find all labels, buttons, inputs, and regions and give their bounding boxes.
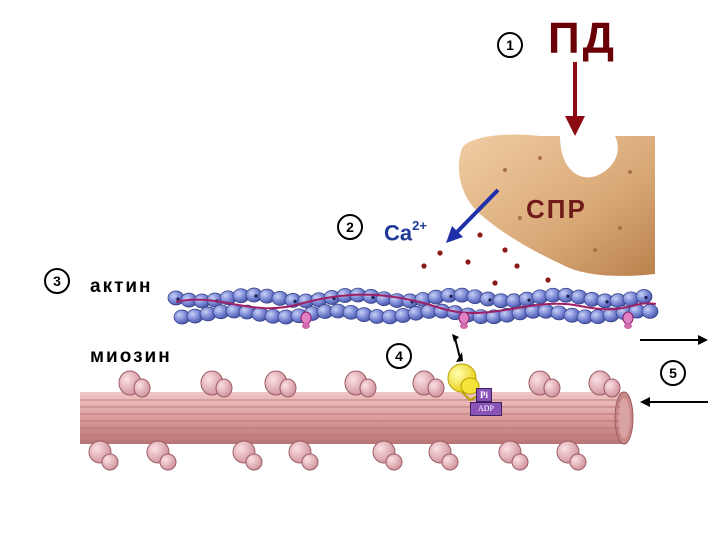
action-potential-label: ПД [548,14,617,63]
action-potential-arrow [565,62,585,136]
sliding-arrow-left [640,397,708,407]
myosin-head [569,453,587,471]
sarcoplasmic-reticulum-label: СПР [526,194,587,224]
myosin-head [543,378,561,398]
actin-site [605,300,609,304]
myosin-heads [88,370,621,471]
troponin-complex [458,311,470,325]
myosin-head [245,453,263,471]
actin-site [176,297,180,301]
actin-site [527,298,531,302]
adp-tag: ADP [470,402,502,416]
actin-site [488,298,492,302]
sliding-arrow-right [640,335,708,345]
myosin-head [603,378,621,398]
actin-site [566,294,570,298]
crossbridge-arrow [452,334,463,362]
tropomyosin-strand [175,293,657,315]
sarcoplasmic-reticulum [458,134,655,276]
myosin-head [427,378,445,398]
troponin-complex [622,311,634,325]
troponin-complex [460,323,468,329]
myosin-filament [80,391,634,445]
step-5-badge: 5 [660,360,686,386]
myosin-head [215,378,233,398]
actin-globule [635,289,653,304]
myosin-head [279,378,297,398]
calcium-symbol: Ca [384,220,413,246]
actin-filament [167,287,659,329]
actin-site [449,294,453,298]
troponin-complex [302,323,310,329]
myosin-head [511,453,529,471]
myosin-head [359,378,377,398]
calcium-ions [421,232,551,286]
actin-site [371,295,375,299]
actin-globule [641,304,659,319]
phosphate-tag: Pi [476,388,492,402]
actin-label: актин [90,276,153,297]
myosin-head [385,453,403,471]
step-3-badge: 3 [44,268,70,294]
step-1-badge: 1 [497,32,523,58]
myosin-head [159,453,177,471]
step-2-badge: 2 [337,214,363,240]
actin-site [293,299,297,303]
troponin-complex [300,311,312,325]
troponin-complex [624,323,632,329]
myosin-head [133,378,151,398]
calcium-release-arrow [446,188,500,243]
myosin-label: миозин [90,346,172,367]
myosin-head [301,453,319,471]
myosin-atp-head [447,363,480,402]
calcium-charge: 2+ [412,218,427,233]
myosin-head [441,453,459,471]
calcium-label: Ca2+ [384,218,427,246]
actin-site [644,295,648,300]
step-4-badge: 4 [386,343,412,369]
myosin-head [101,453,119,471]
actin-site [254,294,258,298]
